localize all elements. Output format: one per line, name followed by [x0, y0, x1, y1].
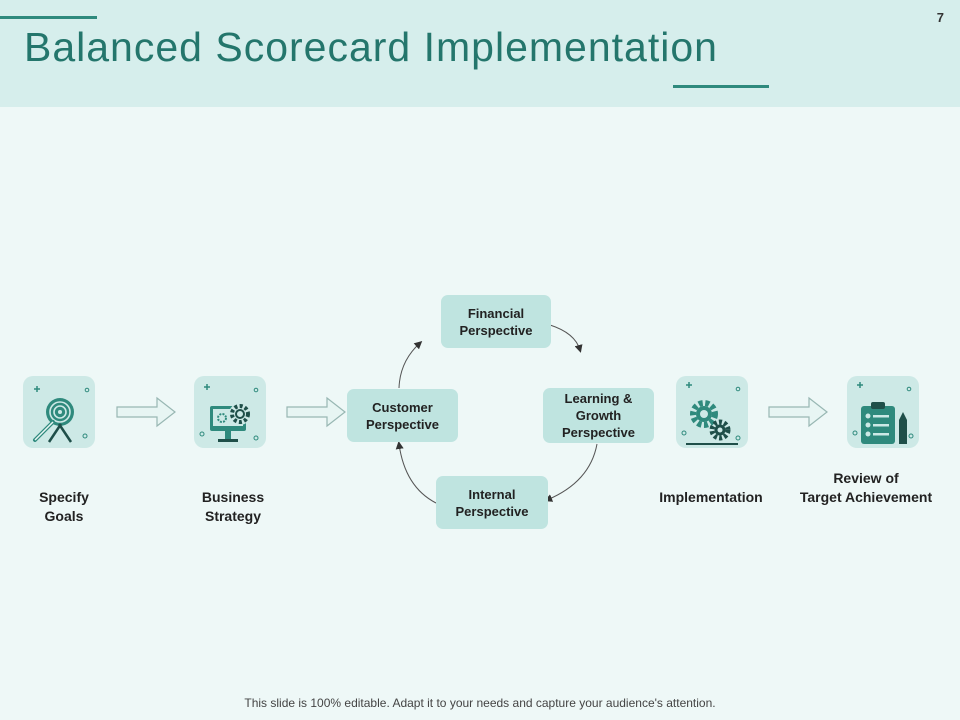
arrow-right-icon — [286, 396, 346, 428]
title-rule-top — [0, 16, 97, 19]
header-band — [0, 0, 960, 107]
monitor-gear-icon — [194, 376, 266, 448]
arrow-right-icon — [768, 396, 828, 428]
clipboard-checklist-icon — [847, 376, 919, 448]
slide-title: Balanced Scorecard Implementation — [24, 24, 718, 70]
gears-icon — [676, 376, 748, 448]
arrow-right-icon — [116, 396, 176, 428]
footer-note: This slide is 100% editable. Adapt it to… — [244, 696, 716, 710]
page-number: 7 — [936, 10, 944, 25]
target-icon — [23, 376, 95, 448]
title-rule-bottom — [673, 85, 769, 88]
step-label-implementation: Implementation — [659, 489, 763, 505]
